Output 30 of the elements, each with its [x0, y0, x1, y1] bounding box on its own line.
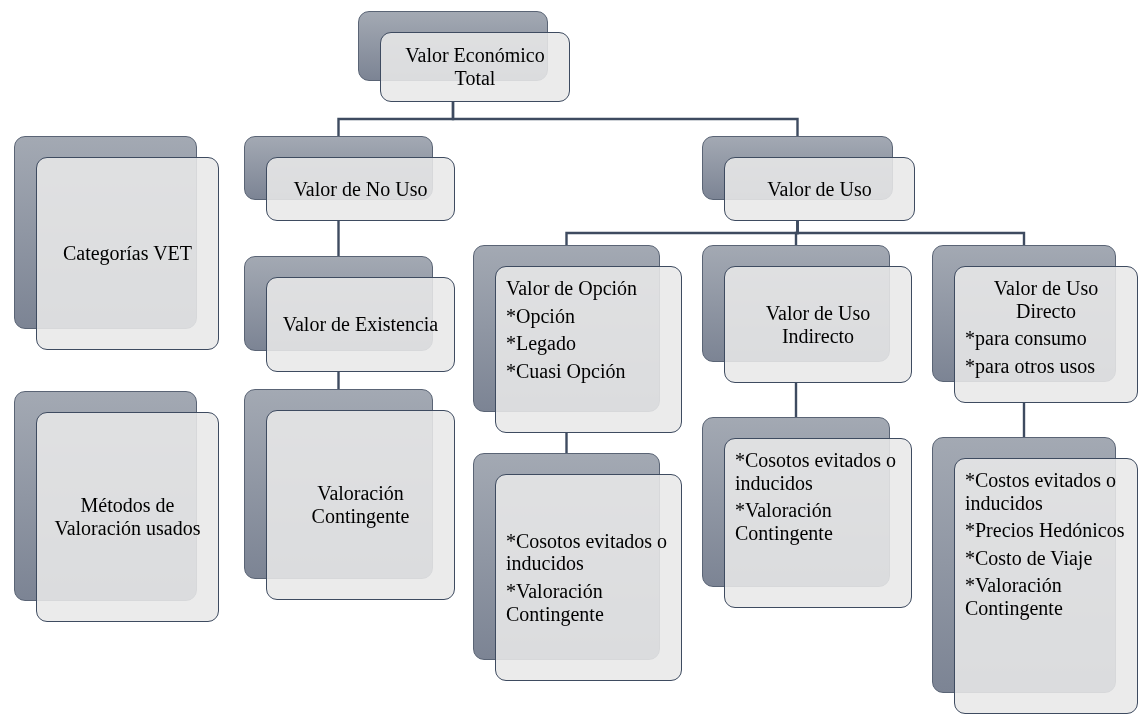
- box-title: Valoración Contingente: [310, 482, 411, 528]
- box-title: *Cosotos evitados o inducidos: [735, 449, 898, 495]
- list-item: *Opción: [506, 304, 575, 328]
- connector-line: [794, 383, 798, 417]
- list-item: *Valoración Contingente: [506, 580, 605, 626]
- list-item: *Legado: [506, 332, 576, 355]
- box-title: Métodos de Valoración usados: [53, 494, 202, 540]
- box-title: Valor de Opción: [506, 277, 638, 300]
- box-title: Valor de Existencia: [282, 313, 439, 336]
- connector-line: [1022, 403, 1026, 437]
- box-title: *Costos evitados o inducidos: [965, 469, 1118, 515]
- list-item: *para consumo: [965, 327, 1087, 350]
- box-title: Categorías VET: [62, 242, 192, 265]
- list-item: *Precios Hedónicos: [965, 519, 1125, 542]
- list-item: *Cuasi Opción: [506, 359, 626, 383]
- box-title: Valor de Uso Indirecto: [764, 301, 872, 348]
- connector-line: [565, 433, 568, 453]
- connector-line: [337, 221, 340, 256]
- box-title: Valor de Uso Directo: [992, 277, 1100, 323]
- box-title: Valor Económico Total: [404, 44, 546, 90]
- connector-line: [337, 372, 340, 389]
- box-title: Valor de Uso: [767, 177, 872, 201]
- list-item: *Valoración Contingente: [965, 574, 1064, 620]
- box-title: Valor de No Uso: [293, 177, 428, 201]
- list-item: *Valoración Contingente: [735, 499, 834, 545]
- box-title: *Cosotos evitados o inducidos: [506, 529, 669, 575]
- list-item: *Costo de Viaje: [965, 546, 1093, 570]
- connector-line: [796, 221, 1026, 245]
- connector-line: [451, 102, 799, 136]
- list-item: *para otros usos: [965, 354, 1095, 378]
